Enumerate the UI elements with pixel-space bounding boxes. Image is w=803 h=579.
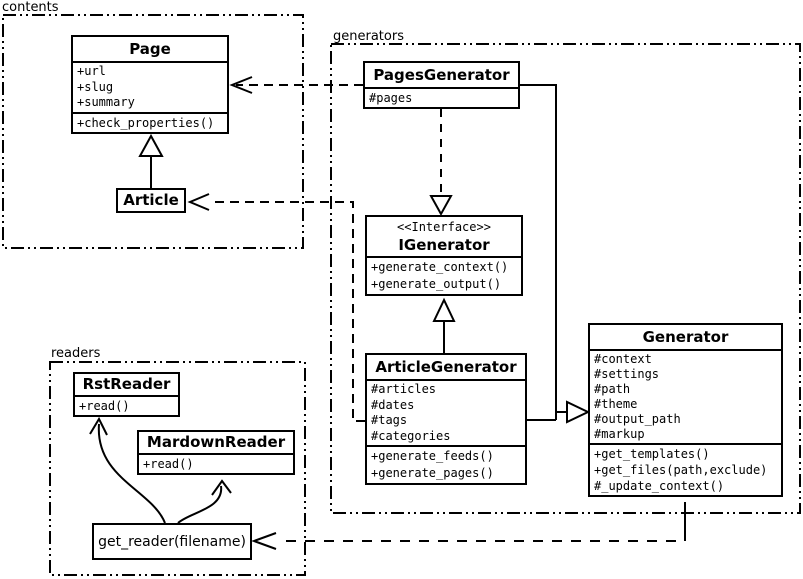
package-label-readers: readers bbox=[51, 346, 101, 361]
method-line: +generate_pages() bbox=[371, 466, 494, 480]
attribute-line: #dates bbox=[371, 397, 415, 412]
class-page-attributes: +url +slug +summary bbox=[73, 61, 227, 112]
class-igenerator-stereotype: <<Interface>> bbox=[397, 220, 491, 234]
class-pagesgenerator-name: PagesGenerator bbox=[373, 66, 510, 84]
method-line: +generate_output() bbox=[371, 277, 502, 291]
class-articlegenerator-attributes: #articles #dates #tags #categories bbox=[367, 379, 525, 445]
class-generator-name: Generator bbox=[642, 328, 729, 346]
package-label-contents: contents bbox=[2, 0, 59, 15]
class-page-methods: +check_properties() bbox=[73, 111, 227, 132]
class-generator-methods: +get_templates() +get_files(path,exclude… bbox=[590, 443, 781, 495]
node-get-reader-label: get_reader(filename) bbox=[98, 533, 246, 550]
class-articlegenerator-methods: +generate_feeds() +generate_pages() bbox=[367, 445, 525, 483]
package-label-generators: generators bbox=[333, 29, 404, 44]
method-line: +generate_feeds() bbox=[371, 449, 494, 463]
attribute-line: #categories bbox=[371, 428, 451, 443]
attribute-line: #theme bbox=[594, 397, 638, 411]
class-articlegenerator: ArticleGenerator #articles #dates #tags … bbox=[365, 353, 527, 485]
class-igenerator-methods: +generate_context() +generate_output() bbox=[367, 256, 521, 294]
attribute-line: +summary bbox=[77, 95, 135, 109]
method-line: +read() bbox=[79, 399, 130, 413]
edge-pagesgenerator-to-igenerator bbox=[429, 109, 453, 217]
class-mardownreader-name: MardownReader bbox=[146, 433, 286, 451]
attribute-line: +slug bbox=[77, 79, 114, 94]
class-pagesgenerator-attributes: #pages bbox=[365, 87, 518, 107]
class-igenerator: <<Interface>> IGenerator +generate_conte… bbox=[365, 215, 523, 296]
edge-generators-to-generator bbox=[520, 84, 591, 424]
attribute-line: #markup bbox=[594, 427, 645, 441]
edge-article-to-page bbox=[138, 133, 164, 188]
class-rstreader: RstReader +read() bbox=[73, 372, 180, 417]
method-line: +check_properties() bbox=[77, 115, 215, 130]
attribute-line: #output_path bbox=[594, 412, 681, 426]
class-generator: Generator #context #settings #path #them… bbox=[588, 323, 783, 497]
class-mardownreader: MardownReader +read() bbox=[137, 430, 295, 475]
class-pagesgenerator: PagesGenerator #pages bbox=[363, 61, 520, 109]
method-line: #_update_context() bbox=[594, 479, 725, 493]
attribute-line: #pages bbox=[369, 91, 413, 105]
edge-articlegenerator-to-igenerator bbox=[432, 297, 456, 353]
class-igenerator-name: IGenerator bbox=[398, 236, 490, 254]
attribute-line: +url bbox=[77, 64, 106, 78]
edge-getreader-to-mardownreader bbox=[177, 479, 232, 524]
attribute-line: #articles bbox=[371, 382, 437, 396]
class-rstreader-methods: +read() bbox=[75, 395, 178, 415]
class-page-name: Page bbox=[129, 40, 171, 58]
node-get-reader: get_reader(filename) bbox=[92, 523, 252, 560]
method-line: +generate_context() bbox=[371, 260, 509, 274]
class-articlegenerator-name: ArticleGenerator bbox=[375, 358, 517, 376]
class-generator-attributes: #context #settings #path #theme #output_… bbox=[590, 349, 781, 443]
attribute-line: #context bbox=[594, 352, 652, 366]
class-mardownreader-methods: +read() bbox=[139, 453, 293, 473]
method-line: +get_templates() bbox=[594, 447, 710, 461]
attribute-line: #settings bbox=[594, 367, 660, 381]
method-line: +read() bbox=[143, 457, 194, 471]
method-line: +get_files(path,exclude) bbox=[594, 463, 768, 477]
class-article: Article bbox=[116, 188, 186, 213]
class-page: Page +url +slug +summary +check_properti… bbox=[71, 35, 229, 134]
edge-articlegenerator-to-article bbox=[187, 193, 365, 422]
class-rstreader-name: RstReader bbox=[82, 375, 171, 393]
edge-generator-to-getreader bbox=[251, 502, 686, 550]
attribute-line: #path bbox=[594, 382, 631, 396]
edge-pagesgenerator-to-page bbox=[229, 76, 363, 94]
class-article-name: Article bbox=[123, 191, 179, 209]
attribute-line: #tags bbox=[371, 413, 408, 427]
